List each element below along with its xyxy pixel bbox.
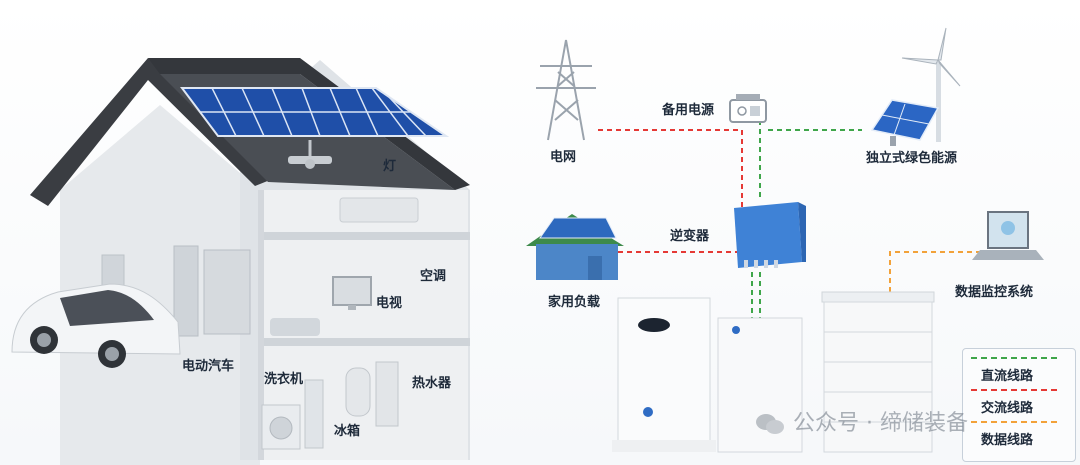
refrigerator-icon [304, 379, 324, 449]
label-green-energy: 独立式绿色能源 [866, 151, 958, 166]
connection-lines [598, 120, 988, 318]
watermark-text: 公众号 · 缔储装备 [793, 411, 968, 436]
water-heater-icon [345, 361, 399, 427]
backup-generator-icon [729, 94, 767, 123]
legend-data: 数据线路 [971, 421, 1067, 448]
label-air-conditioner: 空调 [420, 269, 447, 284]
watermark: 公众号 · 缔储装备 [755, 405, 968, 437]
legend-ac: 交流线路 [971, 389, 1067, 416]
wind-solar-icon [870, 27, 961, 146]
legend-ac-label: 交流线路 [981, 401, 1034, 416]
television-icon [332, 276, 372, 310]
label-home-load: 家用负载 [548, 295, 601, 310]
battery-cabinet-left [612, 297, 716, 452]
label-monitor-system: 数据监控系统 [955, 285, 1034, 300]
home-load-house-icon [526, 214, 624, 280]
battery-cabinet-middle [717, 317, 803, 453]
battery-stack-right [821, 291, 935, 453]
legend-data-label: 数据线路 [981, 433, 1034, 448]
legend-ac-swatch [971, 389, 1057, 391]
ceiling-light-icon [288, 140, 332, 169]
legend-dc: 直流线路 [971, 357, 1067, 384]
label-grid: 电网 [550, 150, 577, 165]
electric-car-icon [11, 283, 181, 368]
label-electric-car: 电动汽车 [182, 359, 235, 374]
legend-dc-label: 直流线路 [981, 369, 1034, 384]
label-washing-machine: 洗衣机 [264, 372, 304, 387]
washing-machine-icon [261, 404, 301, 450]
legend-data-swatch [971, 421, 1057, 423]
wechat-icon [756, 414, 784, 434]
label-backup-power: 备用电源 [662, 103, 715, 118]
line-legend: 直流线路 交流线路 数据线路 [962, 348, 1076, 462]
house-illustration [11, 58, 470, 465]
legend-dc-swatch [971, 357, 1057, 359]
laptop-monitor-icon [972, 211, 1044, 260]
inverter-icon [734, 202, 806, 268]
label-light: 灯 [383, 159, 397, 174]
label-refrigerator: 冰箱 [334, 424, 361, 439]
power-grid-tower-icon [536, 39, 596, 141]
label-inverter: 逆变器 [670, 229, 710, 244]
air-conditioner-icon [339, 197, 419, 223]
label-water-heater: 热水器 [412, 376, 452, 391]
label-tv: 电视 [376, 296, 403, 311]
